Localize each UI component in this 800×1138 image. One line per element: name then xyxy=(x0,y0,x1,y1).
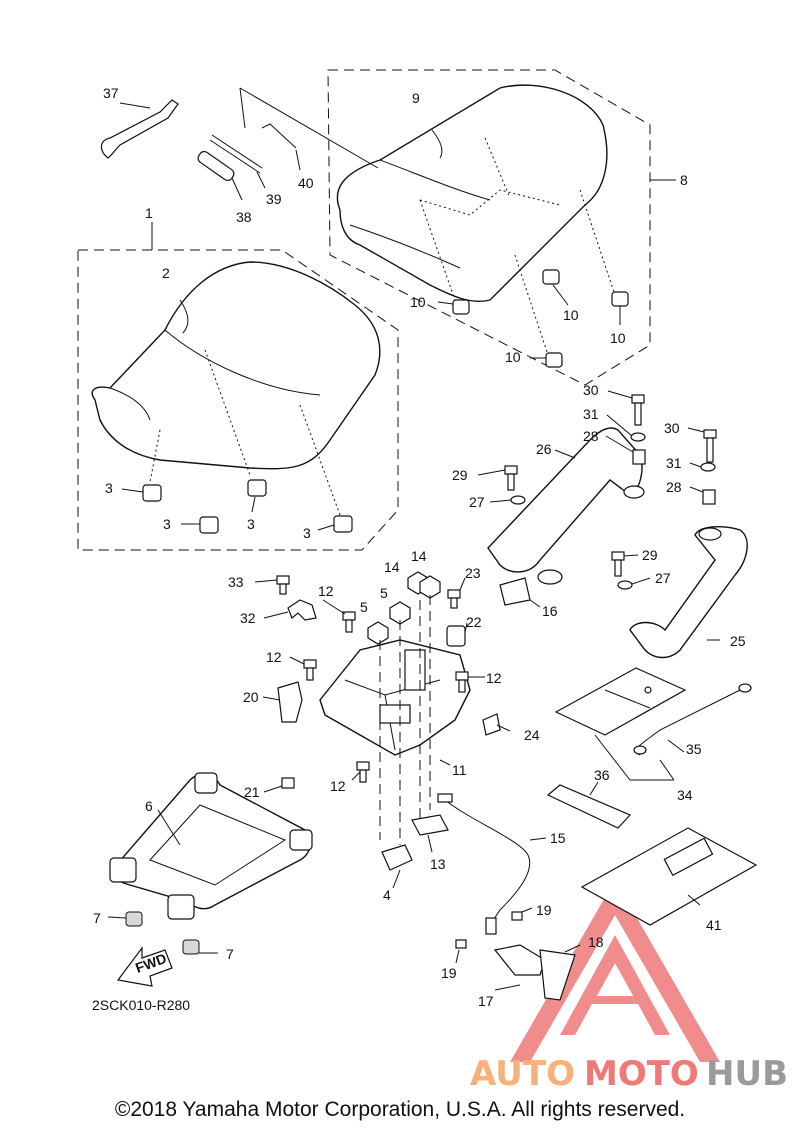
damper-7 xyxy=(125,911,143,927)
label-24: 24 xyxy=(524,727,540,743)
lock-parts xyxy=(381,814,576,1001)
watermark-moto: MOTO xyxy=(584,1054,699,1094)
label-7: 7 xyxy=(226,946,234,962)
label-38: 38 xyxy=(236,209,252,225)
label-25: 25 xyxy=(730,633,746,649)
label-5: 5 xyxy=(360,599,368,615)
label-26: 26 xyxy=(536,441,552,457)
front-seat xyxy=(91,261,381,516)
label-29: 29 xyxy=(642,547,658,563)
label-4: 4 xyxy=(383,887,391,903)
label-8: 8 xyxy=(680,172,688,188)
label-30: 30 xyxy=(583,382,599,398)
label-22: 22 xyxy=(466,614,482,630)
label-9: 9 xyxy=(412,90,420,106)
seat-lock-bracket-11 xyxy=(319,639,471,756)
label-10: 10 xyxy=(563,307,579,323)
document-bag-34 xyxy=(554,667,687,736)
owners-manual-41 xyxy=(580,827,758,926)
copyright-notice: ©2018 Yamaha Motor Corporation, U.S.A. A… xyxy=(114,1098,686,1121)
seat-wire-35 xyxy=(633,683,752,756)
label-10: 10 xyxy=(505,349,521,365)
label-3: 3 xyxy=(303,525,311,541)
label-32: 32 xyxy=(240,610,256,626)
damper-10 xyxy=(452,269,629,368)
rear-seat-group-box xyxy=(327,69,651,386)
label-41: 41 xyxy=(706,917,722,933)
label-12: 12 xyxy=(330,778,346,794)
seat-lock-cable-15 xyxy=(437,793,531,935)
label-19: 19 xyxy=(536,902,552,918)
label-12: 12 xyxy=(486,670,502,686)
label-15: 15 xyxy=(550,830,566,846)
label-36: 36 xyxy=(594,767,610,783)
small-fasteners xyxy=(276,571,531,789)
watermark-hub: HUB xyxy=(706,1054,788,1094)
label-2: 2 xyxy=(162,265,170,281)
label-10: 10 xyxy=(610,330,626,346)
label-34: 34 xyxy=(677,787,693,803)
label-5: 5 xyxy=(380,585,388,601)
label-33: 33 xyxy=(228,574,244,590)
label-14: 14 xyxy=(411,548,427,564)
fwd-arrow: FWD xyxy=(116,946,173,987)
diagram-code: 2SCK010-R280 xyxy=(92,997,190,1013)
label-31: 31 xyxy=(583,406,599,422)
label-39: 39 xyxy=(266,191,282,207)
label-1: 1 xyxy=(145,205,153,221)
rear-seat xyxy=(336,84,616,356)
label-7: 7 xyxy=(93,910,101,926)
callout-labels: 1 2 3 3 3 3 4 5 5 6 7 7 8 9 10 10 10 10 … xyxy=(93,85,746,1009)
label-16: 16 xyxy=(542,603,558,619)
label-27: 27 xyxy=(655,570,671,586)
label-35: 35 xyxy=(686,741,702,757)
label-20: 20 xyxy=(243,689,259,705)
grab-bar-26 xyxy=(487,427,645,585)
label-37: 37 xyxy=(103,85,119,101)
label-30: 30 xyxy=(664,420,680,436)
label-17: 17 xyxy=(478,993,494,1009)
grab-bar-25 xyxy=(629,526,748,659)
label-3: 3 xyxy=(247,516,255,532)
label-28: 28 xyxy=(666,479,682,495)
watermark-auto: AUTO xyxy=(470,1054,575,1094)
tool-kit-parts xyxy=(100,99,297,182)
label-6: 6 xyxy=(145,798,153,814)
seat-base-6 xyxy=(109,772,313,920)
damper-7b xyxy=(182,939,200,955)
label-28: 28 xyxy=(583,428,599,444)
label-31: 31 xyxy=(666,455,682,471)
label-14: 14 xyxy=(384,559,400,575)
damper-3 xyxy=(142,479,353,534)
label-3: 3 xyxy=(105,480,113,496)
label-27: 27 xyxy=(469,494,485,510)
label-21: 21 xyxy=(244,784,260,800)
label-23: 23 xyxy=(465,565,481,581)
label-18: 18 xyxy=(588,934,604,950)
strap-36 xyxy=(546,784,632,829)
label-12: 12 xyxy=(318,583,334,599)
label-3: 3 xyxy=(163,516,171,532)
watermark-text: AUTO MOTO HUB xyxy=(470,1054,788,1094)
label-11: 11 xyxy=(452,762,467,778)
label-19: 19 xyxy=(441,965,457,981)
label-10: 10 xyxy=(410,294,426,310)
label-13: 13 xyxy=(430,856,446,872)
label-29: 29 xyxy=(452,467,468,483)
watermark-logo xyxy=(510,880,720,1062)
bolts-washers xyxy=(504,394,717,590)
label-12: 12 xyxy=(266,649,282,665)
label-40: 40 xyxy=(298,175,314,191)
